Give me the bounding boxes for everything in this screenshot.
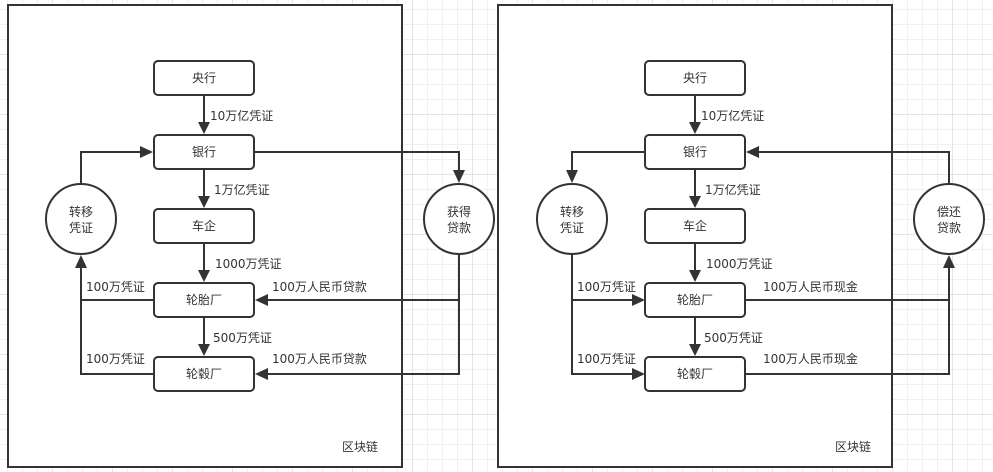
node-hub-factory[interactable]: 轮毂厂	[153, 356, 255, 392]
node-bank[interactable]: 银行	[644, 134, 746, 170]
node-label-line1: 转移	[69, 204, 93, 219]
node-label: 车企	[683, 218, 707, 233]
node-repay-loan[interactable]: 偿还 贷款	[913, 183, 985, 255]
node-label-line2: 贷款	[447, 221, 471, 235]
node-tire-factory[interactable]: 轮胎厂	[153, 282, 255, 318]
node-automaker[interactable]: 车企	[644, 208, 746, 244]
arrowhead	[632, 294, 645, 306]
arrowhead	[943, 255, 955, 268]
arrowhead	[255, 368, 268, 380]
arrowhead	[255, 294, 268, 306]
edge-transfer-to-hub[interactable]	[571, 254, 634, 375]
arrowhead	[689, 196, 701, 208]
label-bank-to-automaker: 1万亿凭证	[705, 182, 761, 197]
label-hub-to-transfer: 100万凭证	[86, 351, 145, 366]
node-central-bank[interactable]: 央行	[644, 60, 746, 96]
label-tire-to-transfer: 100万凭证	[86, 279, 145, 294]
left-panel: 区块链	[7, 4, 495, 468]
node-label-line1: 转移	[560, 204, 584, 219]
node-label: 央行	[192, 71, 216, 85]
node-transfer-voucher[interactable]: 转移 凭证	[45, 183, 117, 255]
node-label-line2: 凭证	[560, 220, 584, 235]
label-tire-to-hub: 500万凭证	[704, 330, 763, 345]
edge-repay-to-bank[interactable]	[757, 151, 950, 184]
node-label: 轮毂厂	[186, 367, 222, 381]
label-tire-to-hub: 500万凭证	[213, 330, 272, 345]
label-transfer-to-hub: 100万凭证	[577, 351, 636, 366]
edge-bank-to-transfer[interactable]	[571, 151, 645, 172]
label-tire-to-repay: 100万人民币现金	[763, 279, 858, 294]
right-edges	[566, 95, 955, 380]
label-hub-to-repay: 100万人民币现金	[763, 351, 858, 366]
label-bank-to-automaker: 1万亿凭证	[214, 182, 270, 197]
arrowhead	[198, 344, 210, 356]
arrowhead	[746, 146, 759, 158]
edge-hub-to-repay[interactable]	[745, 266, 950, 375]
node-tire-factory[interactable]: 轮胎厂	[644, 282, 746, 318]
label-central-to-bank: 10万亿凭证	[210, 108, 273, 123]
arrowhead	[566, 170, 578, 183]
edge-hub-to-transfer[interactable]	[80, 266, 154, 375]
node-automaker[interactable]: 车企	[153, 208, 255, 244]
node-obtain-loan[interactable]: 获得 贷款	[423, 183, 495, 255]
blockchain-caption-right: 区块链	[835, 439, 871, 454]
arrowhead	[689, 344, 701, 356]
node-label: 银行	[192, 145, 216, 159]
arrowhead	[689, 122, 701, 134]
node-hub-factory[interactable]: 轮毂厂	[644, 356, 746, 392]
node-bank[interactable]: 银行	[153, 134, 255, 170]
label-automaker-to-tire: 1000万凭证	[215, 256, 282, 271]
right-panel: 区块链 10万亿凭证 1万亿凭	[497, 4, 985, 468]
arrowhead	[198, 196, 210, 208]
node-label: 车企	[192, 218, 216, 233]
arrowhead	[75, 255, 87, 268]
node-transfer-voucher[interactable]: 转移 凭证	[536, 183, 608, 255]
left-edges	[75, 95, 465, 380]
arrowhead	[632, 368, 645, 380]
arrowhead	[689, 270, 701, 282]
arrowhead	[198, 122, 210, 134]
label-automaker-to-tire: 1000万凭证	[706, 256, 773, 271]
arrowhead	[453, 170, 465, 183]
node-label-line2: 贷款	[937, 221, 961, 235]
node-label-line2: 凭证	[69, 220, 93, 235]
arrowhead	[198, 270, 210, 282]
label-loan-to-tire: 100万人民币贷款	[272, 280, 367, 294]
node-label: 轮毂厂	[677, 367, 713, 381]
label-transfer-to-tire: 100万凭证	[577, 279, 636, 294]
node-label-line1: 偿还	[937, 204, 961, 219]
blockchain-caption-left: 区块链	[342, 439, 378, 454]
label-loan-to-hub: 100万人民币贷款	[272, 352, 367, 366]
edge-bank-to-loan[interactable]	[254, 151, 460, 172]
node-label: 央行	[683, 71, 707, 85]
node-label: 轮胎厂	[677, 293, 713, 307]
label-central-to-bank: 10万亿凭证	[701, 108, 764, 123]
node-central-bank[interactable]: 央行	[153, 60, 255, 96]
node-label: 银行	[683, 145, 707, 159]
edge-loan-to-hub[interactable]	[266, 254, 460, 375]
node-label: 轮胎厂	[186, 293, 222, 307]
node-label-line1: 获得	[447, 204, 471, 219]
edge-transfer-to-bank[interactable]	[80, 151, 142, 184]
arrowhead	[140, 146, 153, 158]
